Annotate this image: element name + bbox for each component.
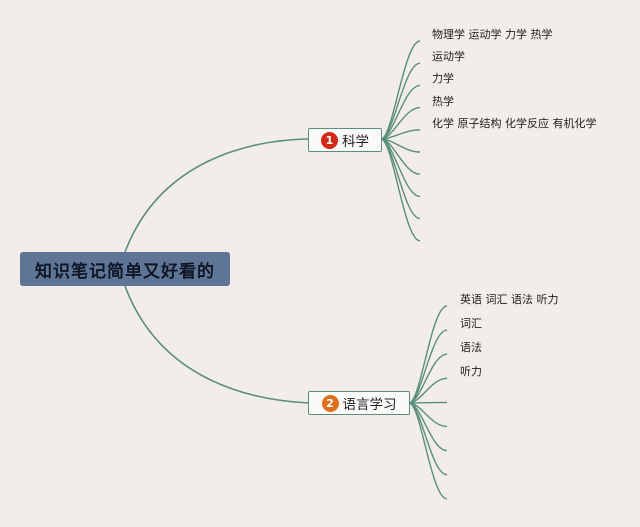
branch-number-badge-2: 2 [321,394,339,412]
branch-2-leaf-connectors [408,305,448,500]
leaf-connector [408,402,448,500]
root-topic-label: 知识笔记简单又好看的 [35,261,215,282]
root-to-branch-1-connector [124,138,309,253]
branch-language-label: 语言学习 [342,397,397,413]
leaf-connector [408,401,448,404]
leaf-connector [408,329,448,404]
leaf-topic-1-2[interactable]: 运动学 [432,50,465,64]
branch-number-badge-1: 1 [321,131,338,149]
branch-science[interactable]: 1 科学 [308,128,382,152]
leaf-topic-1-3[interactable]: 力学 [432,72,454,86]
leaf-topic-1-4[interactable]: 热学 [432,94,454,108]
branch-1-leaf-connectors [380,40,421,242]
leaf-topic-2-3[interactable]: 语法 [460,341,482,355]
leaf-topic-1-1[interactable]: 物理学 运动学 力学 热学 [432,28,553,41]
branch-science-label: 科学 [342,134,369,150]
leaf-topic-2-1[interactable]: 英语 词汇 语法 听力 [460,293,559,306]
branch-language-learning[interactable]: 2 语言学习 [308,391,410,415]
leaf-topic-2-4[interactable]: 听力 [460,365,482,379]
leaf-topic-2-2[interactable]: 词汇 [460,317,482,331]
root-topic[interactable]: 知识笔记简单又好看的 [20,252,230,286]
leaf-connector [408,402,448,476]
leaf-connector [408,305,448,404]
leaf-connector [380,40,421,140]
leaf-topic-1-5[interactable]: 化学 原子结构 化学反应 有机化学 [432,116,597,130]
root-to-branch-2-connector [124,285,309,404]
leaf-connector [408,353,448,404]
leaf-connector [380,62,421,140]
leaf-connector [380,138,421,242]
